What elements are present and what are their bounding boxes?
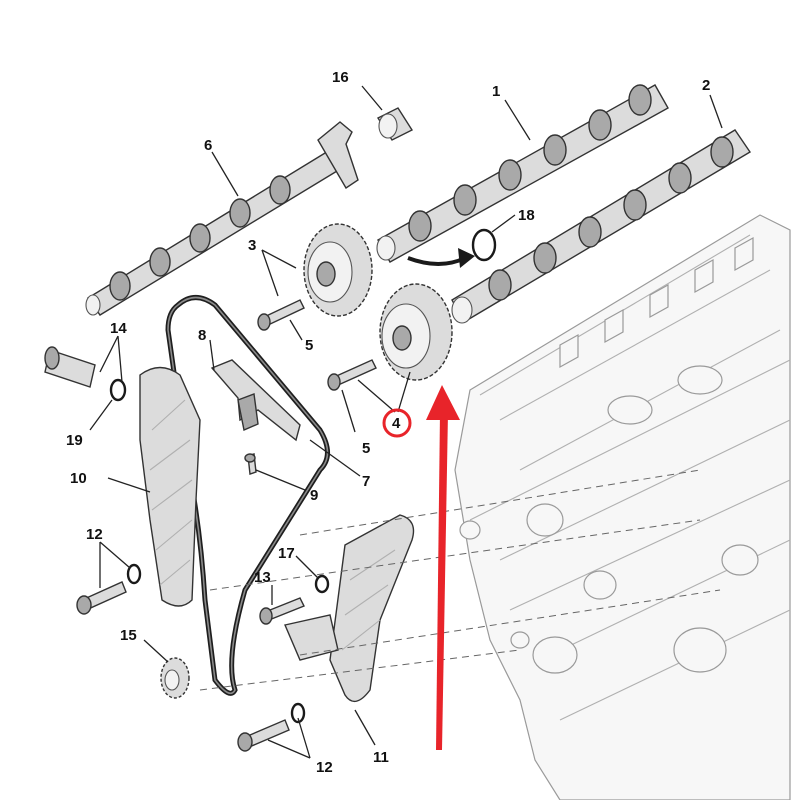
transfer-arrow (407, 256, 466, 266)
chain-guide-8 (210, 359, 301, 442)
seal-ring-19 (109, 378, 127, 402)
callout-8: 8 (198, 327, 206, 344)
bolt-5-upper (257, 299, 305, 331)
bolt-12-left (76, 563, 142, 615)
callout-12-bottom: 12 (316, 759, 333, 776)
callout-5-upper: 5 (305, 337, 313, 354)
o-ring-18 (471, 228, 497, 262)
callout-9: 9 (310, 487, 318, 504)
callout-18: 18 (518, 207, 535, 224)
highlight-circle (382, 408, 412, 438)
bolt-5-lower (327, 359, 377, 391)
callout-6: 6 (204, 137, 212, 154)
callout-19: 19 (66, 432, 83, 449)
callout-3: 3 (248, 237, 256, 254)
washer-17 (314, 574, 330, 594)
callout-13: 13 (254, 569, 271, 586)
tensioner-rail-10 (139, 366, 201, 607)
callout-7: 7 (362, 473, 370, 490)
camshaft-phaser-4 (379, 283, 453, 381)
camshaft-phaser-3 (303, 223, 373, 317)
callout-11: 11 (373, 749, 389, 766)
alignment-lines (199, 469, 721, 691)
guide-bolt-9 (244, 453, 257, 475)
camshaft-2 (451, 129, 751, 324)
fixed-guide-11 (284, 514, 415, 703)
callout-17: 17 (278, 545, 295, 562)
leader-lines (89, 85, 723, 759)
callout-5-lower: 5 (362, 440, 370, 457)
callout-12-left: 12 (86, 526, 103, 543)
camshaft-1 (376, 84, 669, 263)
callout-14: 14 (110, 320, 127, 337)
crank-sprocket-15 (160, 657, 190, 699)
callout-2: 2 (702, 77, 710, 94)
callout-15: 15 (120, 627, 137, 644)
chain-tensioner-14 (44, 346, 96, 388)
engine-cylinder-head-block (454, 214, 791, 800)
camshaft-6 (85, 121, 359, 316)
callout-10: 10 (70, 470, 87, 487)
bolt-13 (259, 597, 305, 625)
transfer-arrowhead (458, 248, 475, 268)
callout-16: 16 (332, 69, 349, 86)
highlight-arrow (426, 385, 460, 750)
callout-4: 4 (392, 415, 401, 432)
sleeve-16 (376, 107, 414, 141)
callout-1: 1 (492, 83, 500, 100)
bolt-12-bottom (237, 702, 306, 752)
